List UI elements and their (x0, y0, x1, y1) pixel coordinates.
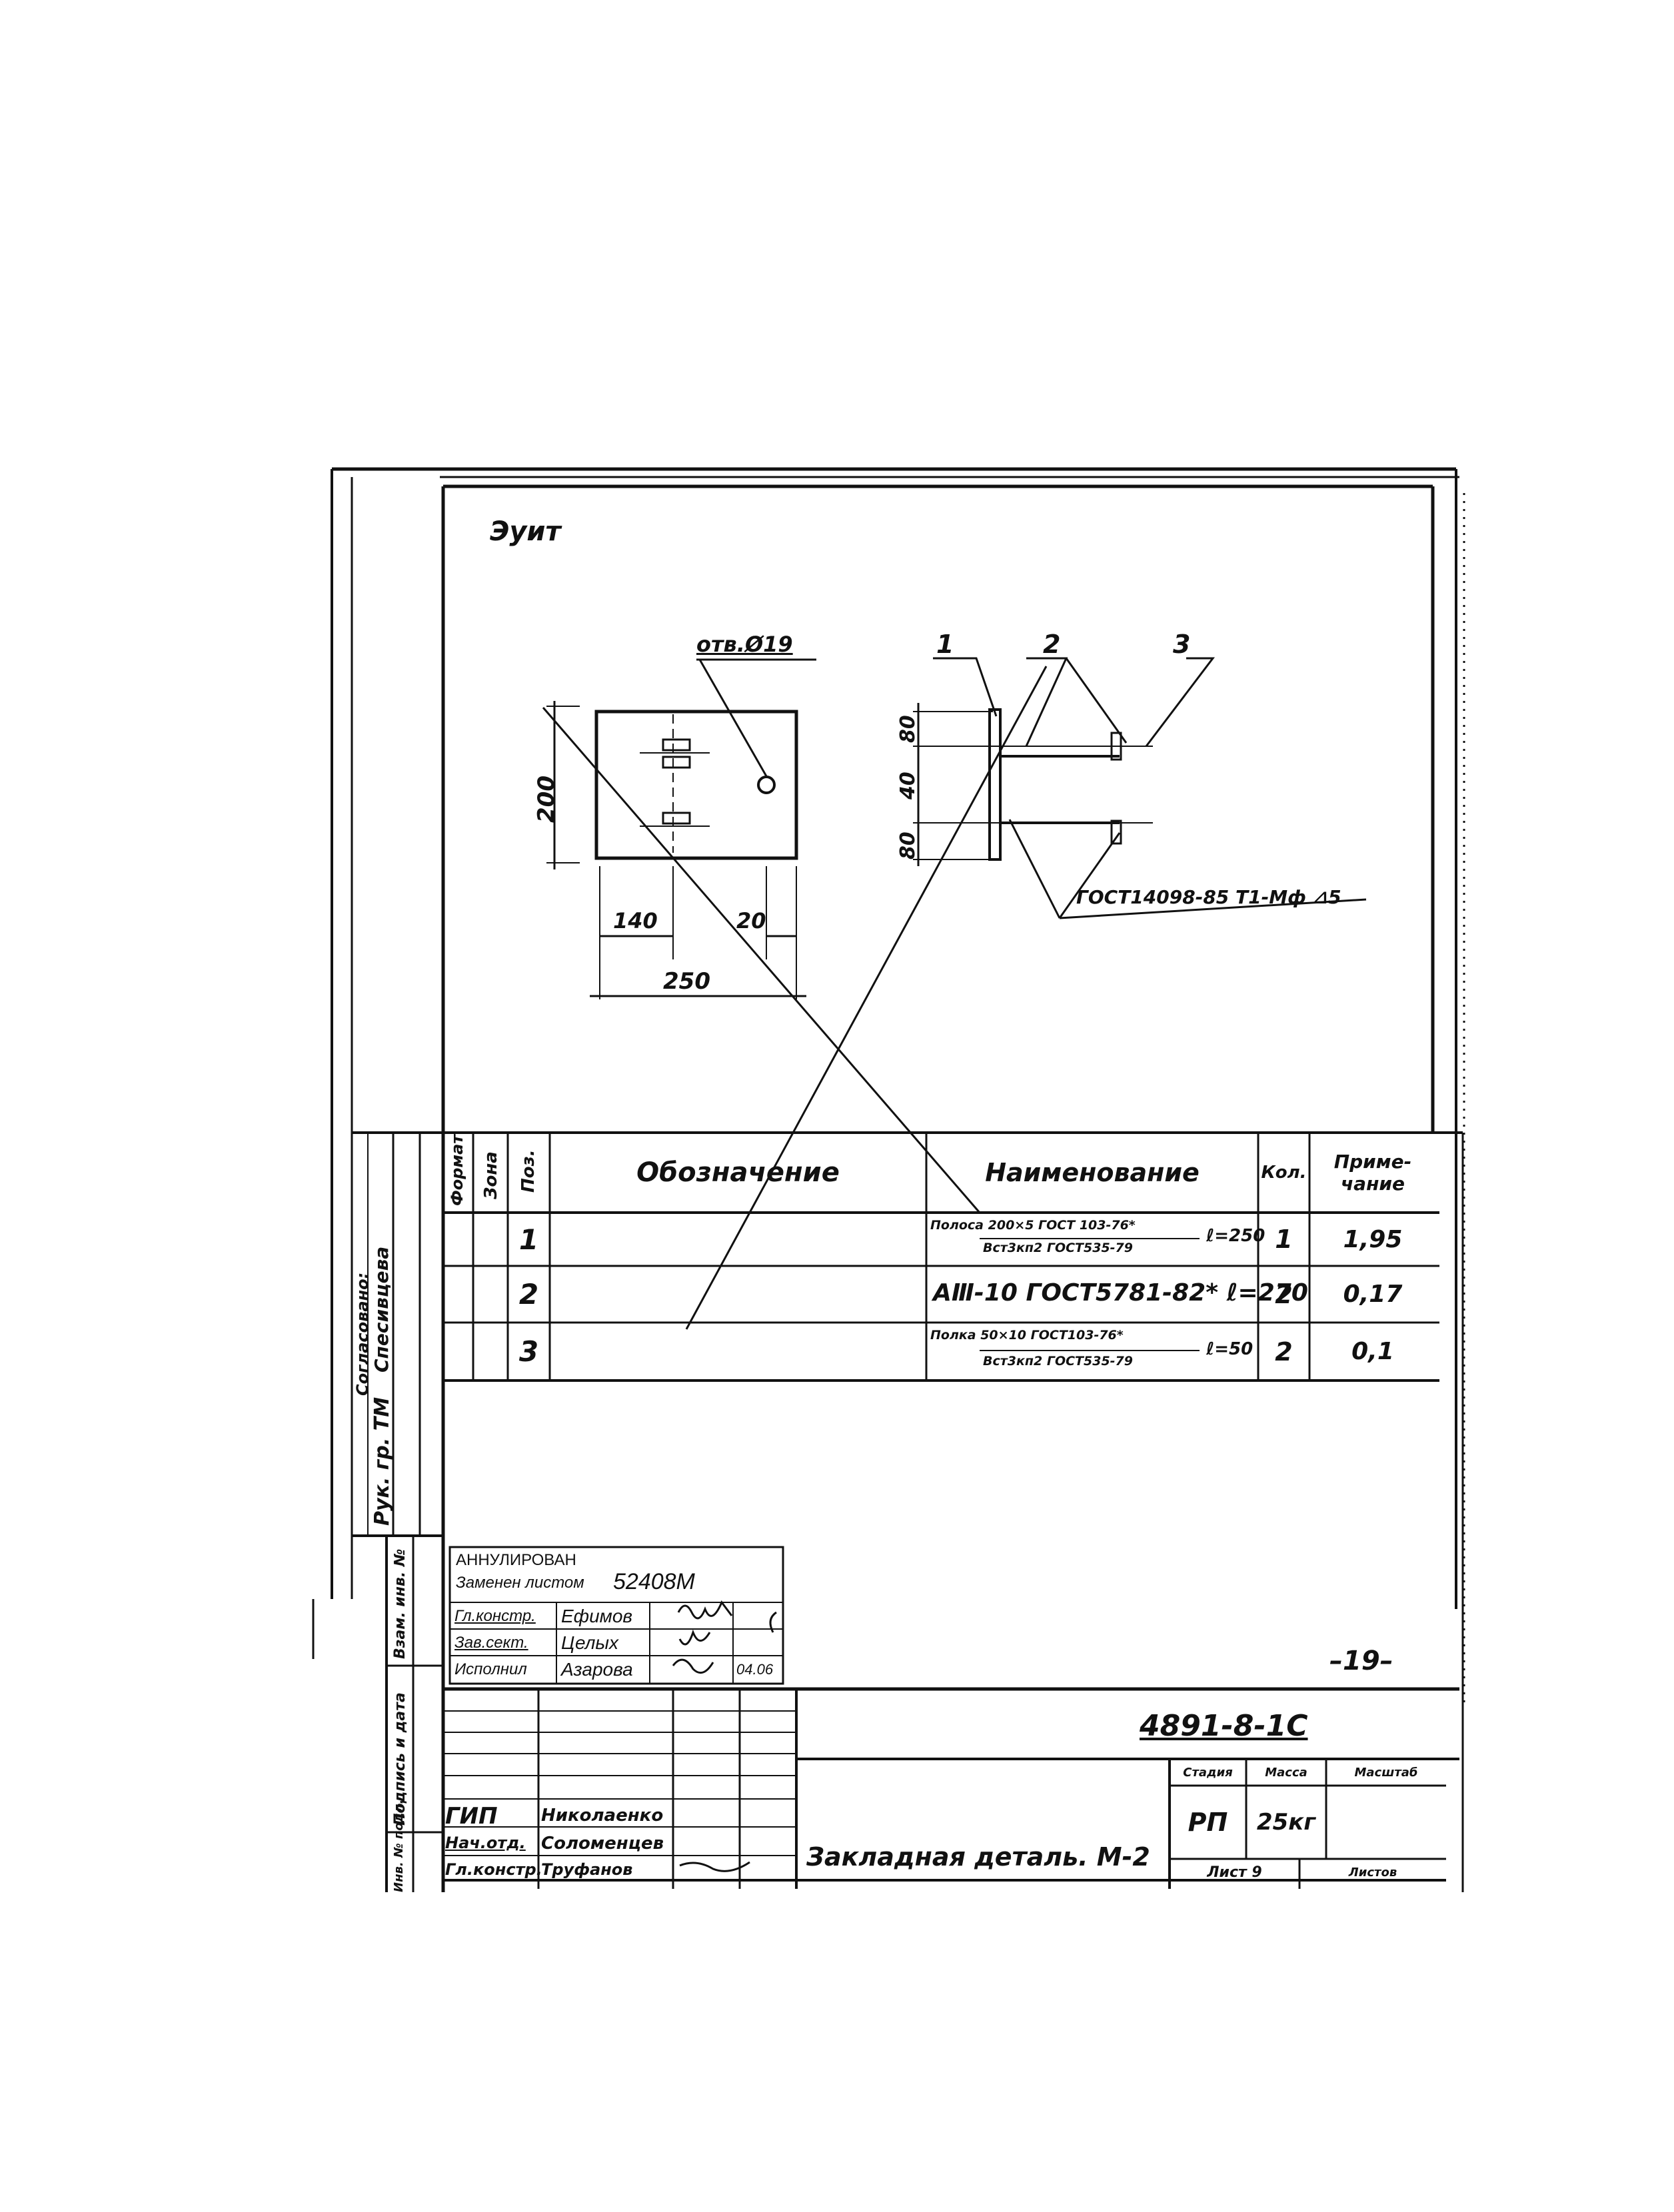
corner-mark: Эуит (490, 516, 561, 547)
signer-name-1: Николаенко (541, 1806, 664, 1826)
mass-value: 25кг (1256, 1809, 1316, 1836)
stage-label: Стадия (1183, 1765, 1233, 1780)
col-note: Приме-чание (1333, 1151, 1412, 1195)
annul-name-3: Азарова (561, 1659, 633, 1680)
weld-note: ГОСТ14098-85 Т1-Мф ⊿5 (1076, 886, 1341, 908)
row-2-note: 0,17 (1343, 1281, 1403, 1308)
hole-label: отв.Ø19 (696, 632, 793, 657)
annul-name-2: Целых (561, 1632, 619, 1653)
drawing-title: Закладная деталь. М-2 (806, 1842, 1150, 1872)
annul-line1: АННУЛИРОВАН (456, 1551, 576, 1569)
dim-height: 200 (533, 776, 560, 823)
col-format: Формат (448, 1134, 466, 1206)
row-3-name-top: Полка 50×10 ГОСТ103-76* (930, 1328, 1124, 1343)
dim-top: 80 (896, 715, 920, 743)
row-1-name-top: Полоса 200×5 ГОСТ 103-76* (930, 1218, 1136, 1233)
dim-mid: 40 (896, 772, 920, 800)
dim-width: 250 (663, 968, 710, 995)
page-number-value: 19 (1343, 1646, 1380, 1676)
sheet-label: Лист 9 (1207, 1864, 1262, 1881)
row-3-name-rule (980, 1350, 1200, 1351)
col-zone: Зона (481, 1151, 501, 1199)
scale-label: Масштаб (1354, 1765, 1418, 1780)
row-2-pos: 2 (518, 1278, 539, 1311)
row-1-qty: 1 (1275, 1225, 1293, 1254)
strip-role: Рук. гр. ТМ (371, 1396, 394, 1526)
signer-role-2: Нач.отд. (445, 1834, 526, 1852)
strip-inv-orig: Инв. № подл. (392, 1799, 406, 1892)
row-2-name: АⅢ-10 ГОСТ5781-82* ℓ=270 (933, 1279, 1308, 1307)
row-3-pos: 3 (518, 1335, 539, 1368)
dim-right: 20 (736, 908, 766, 933)
col-name: Наименование (985, 1158, 1200, 1187)
strip-person: Спесивцева (371, 1246, 393, 1373)
dim-bottom: 80 (896, 831, 920, 859)
annul-role-3: Исполнил (454, 1660, 527, 1678)
page-number: –19– (1329, 1646, 1393, 1676)
row-3-name-suffix: ℓ=50 (1206, 1339, 1254, 1359)
stage-value: РП (1188, 1808, 1228, 1837)
col-designation: Обозначение (636, 1157, 840, 1188)
dim-left: 140 (613, 908, 658, 933)
doc-code: 4891-8-1С (1140, 1709, 1308, 1743)
row-1-name-suffix: ℓ=250 (1206, 1226, 1265, 1246)
signer-role-1: ГИП (445, 1803, 498, 1830)
row-3-qty: 2 (1275, 1337, 1293, 1367)
annul-role-2: Зав.сект. (454, 1634, 528, 1652)
col-pos: Поз. (518, 1149, 538, 1193)
annul-role-1: Гл.констр. (454, 1607, 536, 1625)
row-1-note: 1,95 (1343, 1225, 1403, 1253)
row-3-note: 0,1 (1351, 1338, 1394, 1365)
callout-1: 1 (936, 630, 954, 659)
annul-date-3: 04.06 (736, 1661, 774, 1678)
strip-inv-no: Взам. инв. № (392, 1548, 409, 1659)
sheets-label: Листов (1348, 1865, 1397, 1880)
row-3-name-bottom: Вст3кп2 ГОСТ535-79 (983, 1354, 1133, 1369)
row-2-qty: 2 (1275, 1279, 1293, 1309)
strip-agreed: Согласовано: (353, 1272, 372, 1396)
signer-name-3: Труфанов (541, 1860, 633, 1879)
annul-number: 52408М (613, 1569, 695, 1594)
page-number-dash-left: – (1329, 1646, 1343, 1676)
mass-label: Масса (1265, 1765, 1307, 1780)
page-number-dash-right: – (1379, 1646, 1393, 1676)
row-1-name-rule (980, 1238, 1200, 1239)
callout-3: 3 (1173, 630, 1191, 659)
col-qty: Кол. (1261, 1163, 1307, 1183)
row-1-pos: 1 (518, 1223, 539, 1256)
signer-role-3: Гл.констр. (445, 1860, 542, 1879)
callout-2: 2 (1043, 630, 1061, 659)
signer-name-2: Соломенцев (541, 1834, 664, 1854)
annul-name-1: Ефимов (561, 1606, 633, 1626)
row-1-name-bottom: Вст3кп2 ГОСТ535-79 (983, 1241, 1133, 1255)
annul-line2: Заменен листом (456, 1574, 584, 1592)
